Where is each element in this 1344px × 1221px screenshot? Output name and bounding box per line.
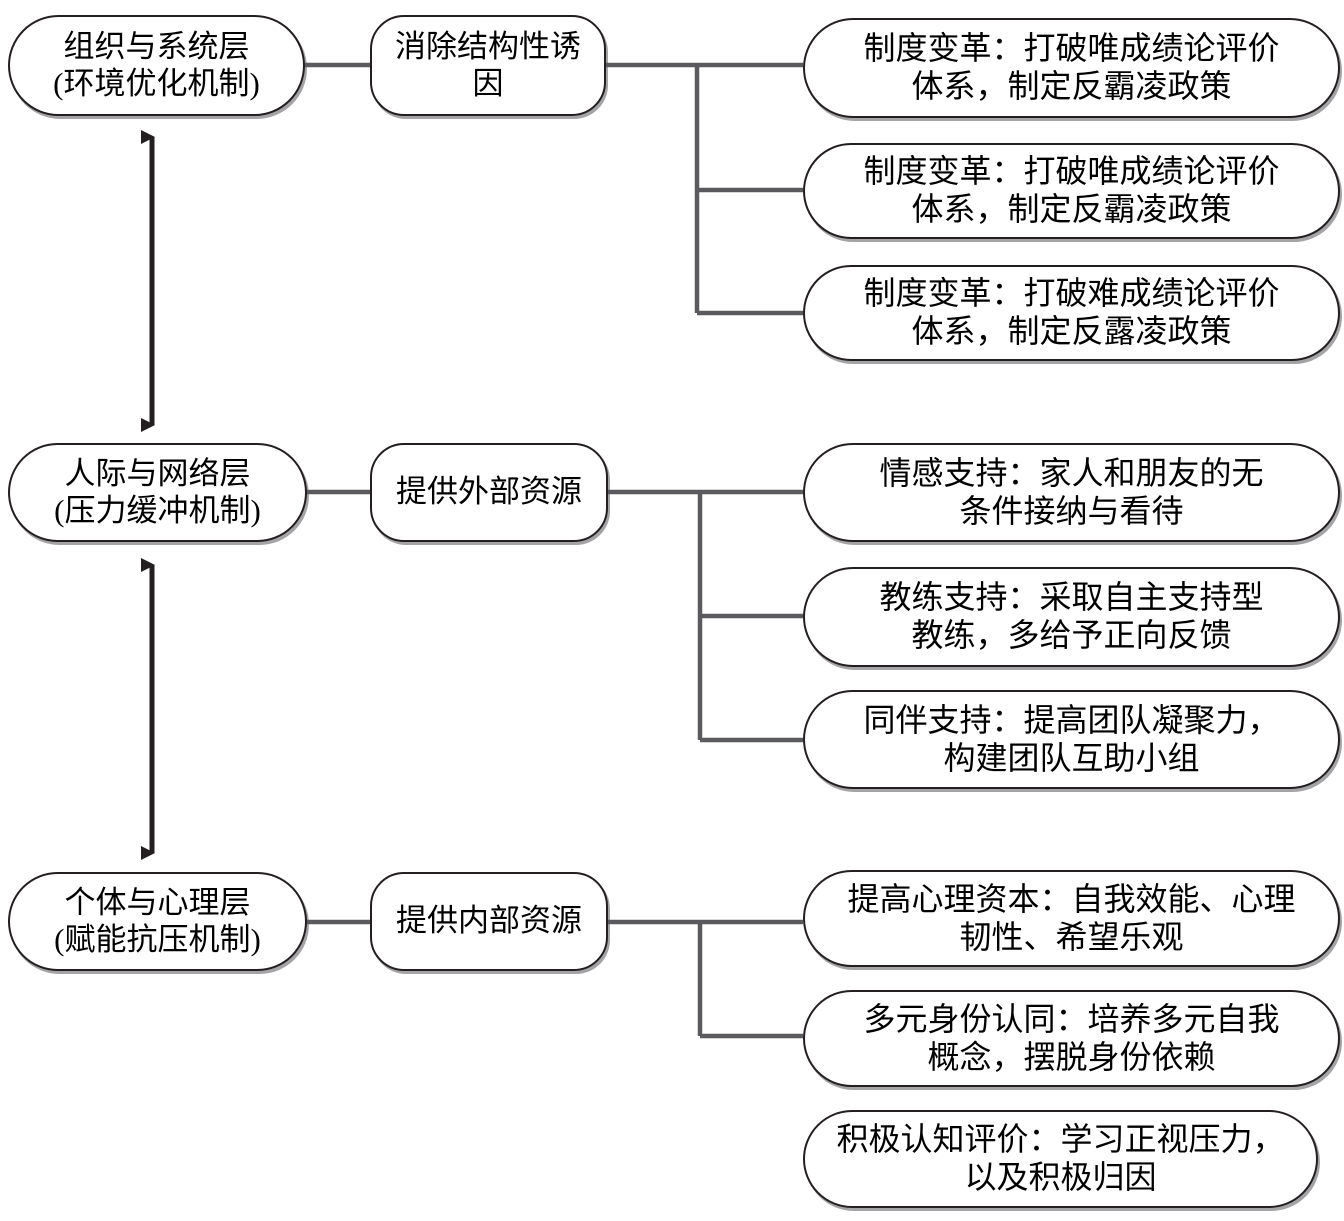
- layer-label-organization: 组织与系统层 (环境优化机制): [53, 28, 260, 101]
- measure-label-indiv-3: 积极认知评价：学习正视压力， 以及积极归因: [836, 1121, 1285, 1195]
- layer-label-individual: 个体与心理层 (赋能抗压机制): [54, 884, 261, 957]
- measure-label-org-2: 制度变革：打破唯成绩论评价 体系，制定反霸凌政策: [863, 153, 1280, 227]
- measure-label-inter-1: 情感支持：家人和朋友的无 条件接纳与看待: [879, 454, 1264, 529]
- layer-node-organization[interactable]: 组织与系统层 (环境优化机制): [8, 15, 305, 116]
- mechanism-node-individual[interactable]: 提供内部资源: [370, 872, 608, 971]
- measure-node-org-3[interactable]: 制度变革：打破难成绩论评价 体系，制定反露凌政策: [803, 265, 1340, 361]
- measure-label-org-1: 制度变革：打破唯成绩论评价 体系，制定反霸凌政策: [863, 30, 1280, 104]
- measure-node-indiv-3[interactable]: 积极认知评价：学习正视压力， 以及积极归因: [803, 1110, 1318, 1208]
- measure-node-org-2[interactable]: 制度变革：打破唯成绩论评价 体系，制定反霸凌政策: [803, 143, 1340, 239]
- layer-label-interpersonal: 人际与网络层 (压力缓冲机制): [54, 455, 261, 528]
- mechanism-node-interpersonal[interactable]: 提供外部资源: [370, 443, 608, 542]
- measure-label-inter-2: 教练支持：采取自主支持型 教练，多给予正向反馈: [879, 579, 1264, 653]
- layer-node-interpersonal[interactable]: 人际与网络层 (压力缓冲机制): [8, 443, 307, 542]
- measure-node-org-1[interactable]: 制度变革：打破唯成绩论评价 体系，制定反霸凌政策: [803, 18, 1340, 118]
- mechanism-label-individual: 提供内部资源: [396, 903, 582, 939]
- mechanism-label-interpersonal: 提供外部资源: [396, 474, 582, 510]
- measure-label-indiv-2: 多元身份认同：培养多元自我 概念，摆脱身份依赖: [863, 1000, 1280, 1075]
- measure-node-inter-3[interactable]: 同伴支持：提高团队凝聚力， 构建团队互助小组: [803, 690, 1340, 789]
- measure-node-inter-1[interactable]: 情感支持：家人和朋友的无 条件接纳与看待: [803, 443, 1340, 542]
- measure-label-indiv-1: 提高心理资本：自我效能、心理 韧性、希望乐观: [847, 880, 1296, 955]
- measure-label-inter-3: 同伴支持：提高团队凝聚力， 构建团队互助小组: [863, 701, 1280, 776]
- layer-node-individual[interactable]: 个体与心理层 (赋能抗压机制): [8, 872, 307, 971]
- measure-node-indiv-2[interactable]: 多元身份认同：培养多元自我 概念，摆脱身份依赖: [803, 990, 1340, 1087]
- measure-label-org-3: 制度变革：打破难成绩论评价 体系，制定反露凌政策: [863, 275, 1280, 349]
- mechanism-label-organization: 消除结构性诱 因: [395, 28, 581, 101]
- measure-node-inter-2[interactable]: 教练支持：采取自主支持型 教练，多给予正向反馈: [803, 567, 1340, 667]
- mechanism-node-organization[interactable]: 消除结构性诱 因: [370, 15, 606, 116]
- measure-node-indiv-1[interactable]: 提高心理资本：自我效能、心理 韧性、希望乐观: [803, 870, 1340, 967]
